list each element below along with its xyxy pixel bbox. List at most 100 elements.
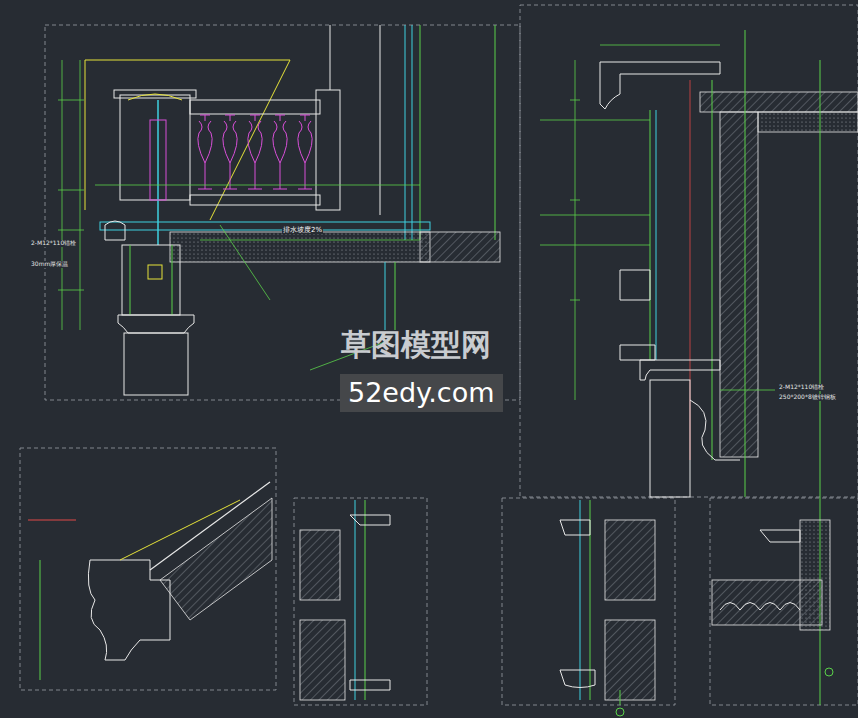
glazing-line <box>405 25 406 240</box>
panel-frame <box>294 498 427 705</box>
slope-line <box>200 240 420 241</box>
dimension-line <box>80 60 81 330</box>
cap-molding <box>128 94 182 100</box>
column <box>650 380 690 497</box>
baluster <box>223 115 237 189</box>
panel-frames <box>20 5 858 705</box>
axis-marker <box>616 708 624 716</box>
steel-post <box>157 100 159 245</box>
molding <box>350 515 390 690</box>
pedestal <box>120 95 190 200</box>
baluster <box>298 115 312 189</box>
leader <box>720 390 775 391</box>
column <box>124 333 188 395</box>
cornice-body <box>122 245 180 315</box>
axis-marker <box>825 668 833 676</box>
watermark-text: 52edy.com <box>348 377 495 408</box>
roof-slab <box>700 92 858 112</box>
tick <box>570 300 580 301</box>
panel-line <box>650 110 651 360</box>
wall <box>300 620 345 700</box>
top-rail <box>190 100 320 114</box>
bracket <box>620 270 655 360</box>
base-molding <box>690 400 740 460</box>
callout-note: 30mm厚保温 <box>30 261 69 268</box>
detail-sections <box>28 482 833 716</box>
watermark-box: 52edy.com <box>340 374 503 412</box>
leader <box>540 120 650 121</box>
cornice-profile <box>105 221 125 240</box>
panel-line <box>355 500 356 700</box>
panel-frame <box>45 25 520 400</box>
wall-line <box>380 25 381 215</box>
slab <box>170 232 430 262</box>
callout-note: 2-M12*110锚栓 <box>778 384 825 391</box>
glazing-line <box>412 25 413 240</box>
watermark-text: 草图模型网 <box>340 328 492 363</box>
tick <box>570 100 580 101</box>
wall <box>300 530 340 600</box>
detail-mark <box>28 520 76 521</box>
dimension-line <box>95 185 420 186</box>
bracket <box>148 265 162 279</box>
panel-line <box>365 500 366 700</box>
dimension-line <box>575 60 576 400</box>
dimension-line <box>62 60 63 330</box>
leader <box>540 215 650 216</box>
insulation <box>758 112 858 132</box>
grid-line <box>495 25 496 240</box>
arch-molding <box>720 603 800 611</box>
cap-molding <box>118 315 194 333</box>
tick <box>58 100 84 101</box>
panel-frame <box>20 448 276 690</box>
frame-line <box>385 262 386 330</box>
panel-frame <box>502 498 675 705</box>
mid-cornice <box>640 360 720 380</box>
panel-line <box>656 110 657 360</box>
panel-frame <box>710 498 858 705</box>
leader <box>540 245 650 246</box>
tick <box>58 290 84 291</box>
baluster <box>273 115 287 189</box>
wall <box>605 620 655 700</box>
tick <box>570 200 580 201</box>
wall <box>720 112 758 457</box>
wall-line <box>330 25 331 90</box>
dimension-lines <box>58 60 420 370</box>
balustrade-section <box>58 25 500 395</box>
glazing-line <box>420 25 421 240</box>
leader <box>120 500 240 560</box>
yellow-outline <box>85 60 290 220</box>
frame-line <box>130 245 131 315</box>
callout-note: 2-M12*110锚栓 <box>30 240 77 247</box>
panel-frame <box>520 5 858 497</box>
wall-slab <box>420 232 500 262</box>
grid-line <box>620 690 621 705</box>
callout-note: 250*200*8镀锌钢板 <box>778 394 837 401</box>
frame-line <box>172 245 173 315</box>
baluster <box>198 115 212 189</box>
dimension-line <box>40 560 41 680</box>
tick <box>58 230 84 231</box>
tick <box>58 190 84 191</box>
cornice-profile <box>88 560 170 660</box>
dimension-line <box>600 45 720 46</box>
dimension-lines <box>540 45 775 400</box>
grid-line <box>745 30 746 497</box>
wall <box>605 520 655 600</box>
roof-slab <box>160 498 272 620</box>
end-pedestal <box>316 90 340 210</box>
callout-note: 排水坡度2% <box>282 226 323 234</box>
column <box>800 520 830 630</box>
bottom-rail <box>190 195 320 205</box>
balusters <box>198 115 312 189</box>
baluster <box>248 115 262 189</box>
leader <box>220 225 270 300</box>
molding <box>560 520 595 688</box>
facade-section <box>540 30 858 705</box>
slab-top <box>100 222 430 230</box>
frame-line <box>712 80 713 460</box>
